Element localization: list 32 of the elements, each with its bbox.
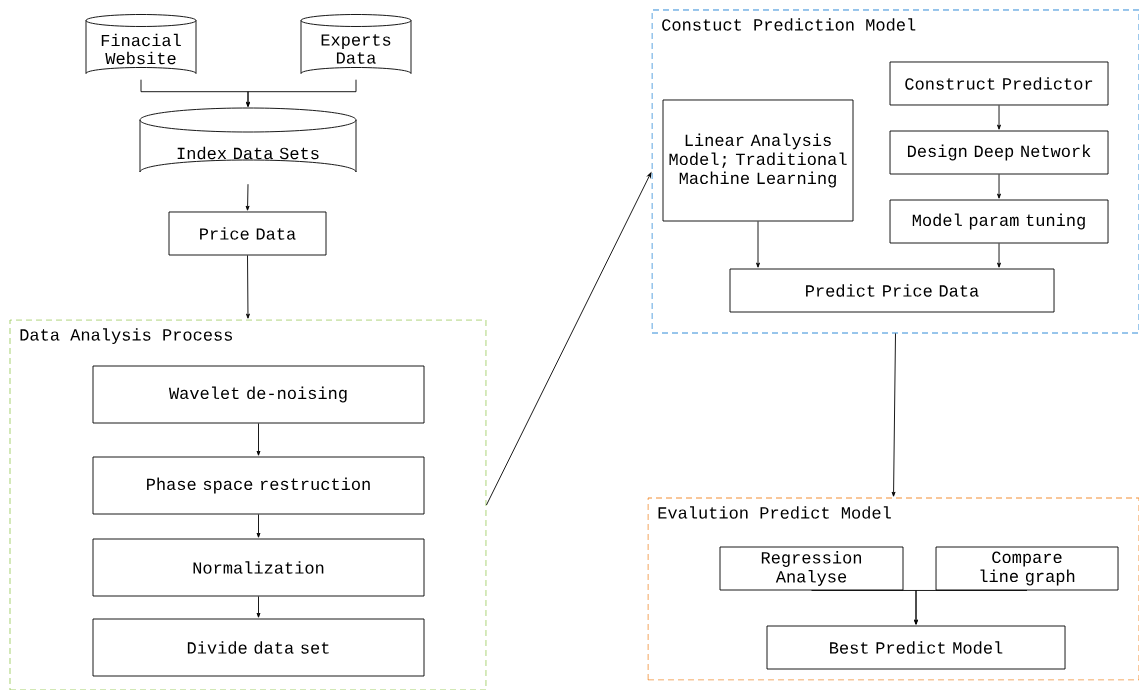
process-box: Compare line graph: [935, 546, 1119, 591]
database-cylinder: Experts Data: [300, 14, 412, 74]
process-box: Model param tuning: [889, 199, 1109, 244]
database-cylinder: Finacial Website: [85, 14, 197, 74]
process-box: Predict Price Data: [729, 268, 1055, 313]
arrow: [997, 105, 1001, 130]
process-box: Divide data set: [92, 618, 425, 677]
process-box: Best Predict Model: [766, 625, 1066, 670]
arrow: [246, 79, 357, 107]
process-box: Construct Predictor: [889, 61, 1109, 106]
arrow: [256, 596, 261, 618]
arrow: [256, 514, 261, 538]
arrow: [997, 174, 1001, 199]
process-box: Regression Analyse: [719, 546, 904, 591]
arrow: [997, 243, 1001, 268]
node-label: Index Data Sets: [177, 146, 319, 160]
arrow: [246, 255, 250, 319]
arrow: [245, 183, 250, 211]
arrow: [486, 172, 652, 506]
arrow: [914, 590, 1028, 625]
arrow: [256, 423, 261, 456]
arrow: [891, 333, 896, 497]
arrow: [756, 221, 760, 268]
process-box: Linear Analysis Model; Traditional Machine Learning: [662, 99, 854, 222]
process-box: Price Data: [168, 211, 327, 256]
node-label: Finacial Website: [101, 33, 181, 65]
process-box: Normalization: [92, 538, 425, 597]
process-box: Phase space restruction: [92, 456, 425, 515]
process-box: Design Deep Network: [889, 130, 1109, 175]
database-cylinder: Index Data Sets: [139, 107, 357, 173]
process-box: Wavelet de-noising: [92, 365, 425, 424]
node-label: Experts Data: [321, 34, 391, 64]
